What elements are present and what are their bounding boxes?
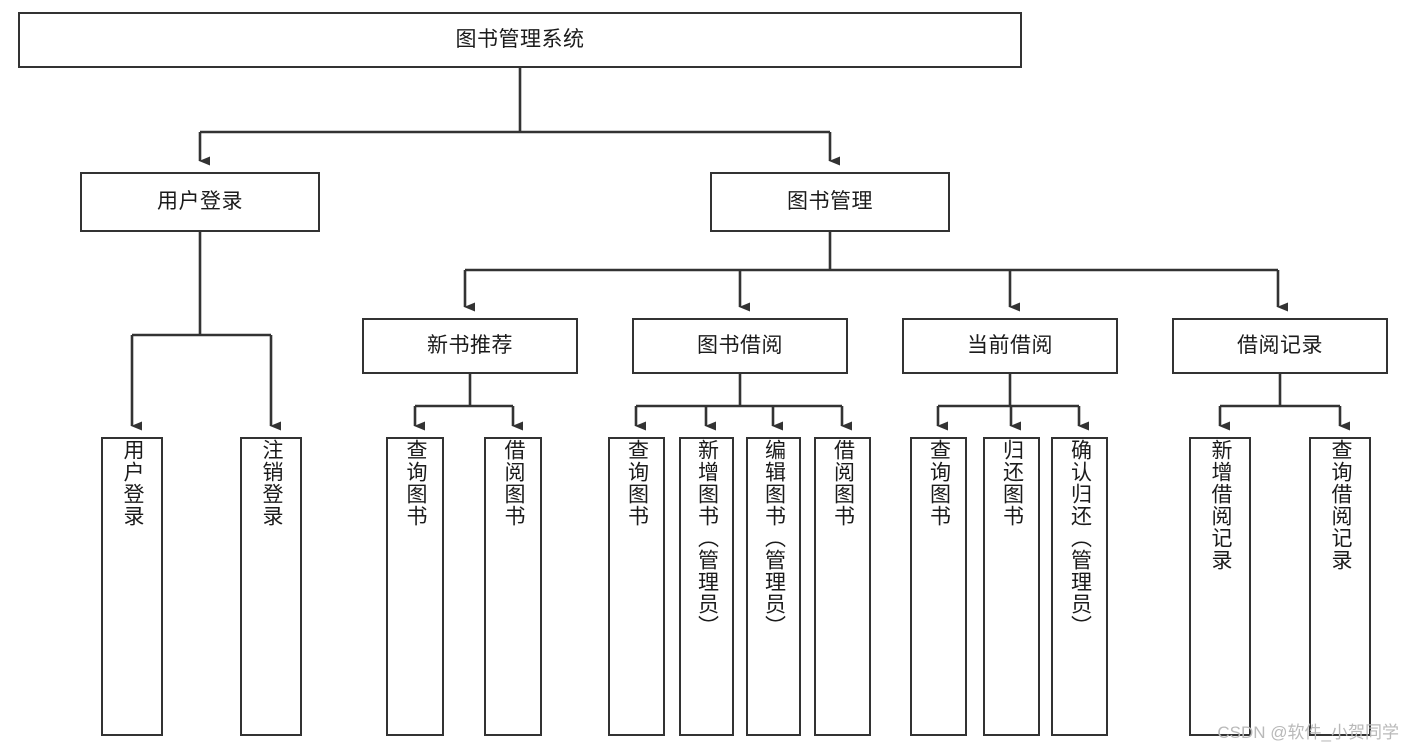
node-leaf-add-record[interactable]: 新增借阅记录 <box>1189 437 1251 736</box>
node-borrow-record[interactable]: 借阅记录 <box>1172 318 1388 374</box>
node-leaf-query-book-2[interactable]: 查询图书 <box>608 437 665 736</box>
node-leaf-query-book-1-label: 查询图书 <box>404 439 428 527</box>
node-leaf-return-book-label: 归还图书 <box>1000 439 1024 527</box>
node-current-borrow-label: 当前借阅 <box>967 333 1053 357</box>
node-book-manage-label: 图书管理 <box>787 189 873 213</box>
node-leaf-user-login[interactable]: 用户登录 <box>101 437 163 736</box>
node-root-label: 图书管理系统 <box>455 27 585 51</box>
node-leaf-confirm-return[interactable]: 确认归还（管理员） <box>1051 437 1108 736</box>
node-leaf-user-logout-label: 注销登录 <box>260 439 284 527</box>
node-leaf-edit-book[interactable]: 编辑图书（管理员） <box>746 437 801 736</box>
node-leaf-edit-book-label: 编辑图书（管理员） <box>762 439 786 637</box>
node-leaf-user-logout[interactable]: 注销登录 <box>240 437 302 736</box>
node-borrow-record-label: 借阅记录 <box>1237 333 1323 357</box>
node-new-book-recommend[interactable]: 新书推荐 <box>362 318 578 374</box>
node-root-system[interactable]: 图书管理系统 <box>18 12 1022 68</box>
node-leaf-borrow-book-1-label: 借阅图书 <box>502 439 526 527</box>
node-user-login-label: 用户登录 <box>157 189 243 213</box>
node-leaf-borrow-book-1[interactable]: 借阅图书 <box>484 437 542 736</box>
node-leaf-confirm-return-label: 确认归还（管理员） <box>1068 439 1092 637</box>
node-book-borrow[interactable]: 图书借阅 <box>632 318 848 374</box>
node-leaf-return-book[interactable]: 归还图书 <box>983 437 1040 736</box>
node-book-manage[interactable]: 图书管理 <box>710 172 950 232</box>
node-leaf-user-login-label: 用户登录 <box>121 439 145 527</box>
node-leaf-add-book[interactable]: 新增图书（管理员） <box>679 437 734 736</box>
node-leaf-add-record-label: 新增借阅记录 <box>1209 439 1233 571</box>
node-book-borrow-label: 图书借阅 <box>697 333 783 357</box>
node-leaf-query-book-1[interactable]: 查询图书 <box>386 437 444 736</box>
node-leaf-add-book-label: 新增图书（管理员） <box>695 439 719 637</box>
node-leaf-query-record[interactable]: 查询借阅记录 <box>1309 437 1371 736</box>
node-leaf-query-record-label: 查询借阅记录 <box>1329 439 1353 571</box>
node-leaf-borrow-book-2-label: 借阅图书 <box>831 439 855 527</box>
node-leaf-borrow-book-2[interactable]: 借阅图书 <box>814 437 871 736</box>
node-current-borrow[interactable]: 当前借阅 <box>902 318 1118 374</box>
node-leaf-query-book-3[interactable]: 查询图书 <box>910 437 967 736</box>
node-leaf-query-book-2-label: 查询图书 <box>625 439 649 527</box>
csdn-watermark: CSDN @软件_小贺同学 <box>1217 723 1399 742</box>
node-user-login[interactable]: 用户登录 <box>80 172 320 232</box>
node-leaf-query-book-3-label: 查询图书 <box>927 439 951 527</box>
node-new-book-recommend-label: 新书推荐 <box>427 333 513 357</box>
